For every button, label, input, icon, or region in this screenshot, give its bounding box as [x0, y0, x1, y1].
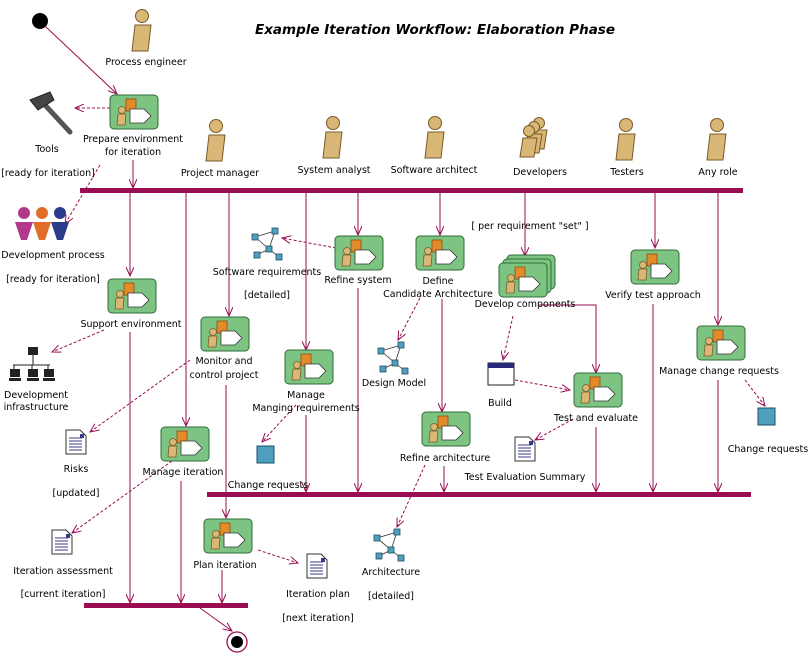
- activity-label-verify-test: Verify test approach: [605, 290, 701, 301]
- network-icon: [9, 347, 55, 381]
- support-environment-activity: [107, 278, 157, 314]
- risks-document-icon: [65, 429, 87, 455]
- activity-label-manage-iteration: Manage iteration: [143, 467, 224, 478]
- state-updated: [updated]: [53, 488, 100, 499]
- diagram-title: Example Iteration Workflow: Elaboration …: [255, 22, 615, 38]
- control-flows: [44, 25, 718, 631]
- state-ready-iteration-2: [ready for iteration]: [6, 274, 100, 285]
- artifact-label-tools: Tools: [34, 144, 58, 155]
- activity-label-refine-architecture: Refine architecture: [400, 453, 491, 464]
- development-process-icon: [15, 207, 69, 240]
- activity-label-manage-change: Manage change requests: [659, 366, 779, 377]
- plan-iteration-activity: [203, 518, 253, 554]
- role-label-project-manager: Project manager: [181, 168, 259, 179]
- manage-change-activity: [696, 325, 746, 361]
- sync-bar-top: [80, 188, 743, 193]
- role-label-any-role: Any role: [698, 167, 737, 178]
- diagram-nodes: [9, 9, 776, 579]
- start-node: [32, 13, 48, 29]
- state-next-iteration: [next iteration]: [282, 613, 354, 624]
- developers-icon: [519, 117, 548, 158]
- process-engineer-icon: [131, 9, 152, 52]
- role-label-software-architect: Software architect: [391, 165, 478, 176]
- change-requests-left-icon: [256, 445, 275, 464]
- define-architecture-activity: [415, 235, 465, 271]
- build-window-icon: [487, 362, 515, 386]
- monitor-control-activity: [200, 316, 250, 352]
- architecture-model-icon: [373, 528, 405, 562]
- artifact-label-change-requests-right: Change requests: [728, 444, 809, 455]
- hammer-icon: [29, 91, 73, 135]
- verify-test-activity: [630, 249, 680, 285]
- refine-architecture-activity: [421, 411, 471, 447]
- artifact-label-iteration-plan: Iteration plan: [286, 589, 350, 600]
- state-detailed-1: [detailed]: [244, 290, 290, 301]
- change-requests-right-icon: [757, 407, 776, 426]
- sync-bar-middle: [207, 492, 751, 497]
- activity-label-refine-system: Refine system: [324, 275, 391, 286]
- test-eval-summary-document-icon: [514, 436, 536, 462]
- managing-requirements-activity: [284, 349, 334, 385]
- role-label-system-analyst: System analyst: [297, 165, 370, 176]
- system-analyst-icon: [322, 116, 343, 159]
- refine-system-activity: [334, 235, 384, 271]
- artifact-label-iteration-assessment: Iteration assessment: [13, 566, 113, 577]
- artifact-label-development-process: Development process: [1, 250, 105, 261]
- state-detailed-2: [detailed]: [368, 591, 414, 602]
- software-requirements-model-icon: [251, 227, 283, 261]
- activity-label-test-evaluate: Test and evaluate: [553, 413, 638, 424]
- activity-label-managing-requirements-1: Manage: [287, 390, 325, 401]
- test-evaluate-activity: [573, 372, 623, 408]
- activity-label-support-environment: Support environment: [80, 319, 181, 330]
- testers-icon: [615, 118, 636, 161]
- artifact-label-build: Build: [488, 398, 512, 409]
- manage-iteration-activity: [160, 426, 210, 462]
- artifact-label-risks: Risks: [64, 464, 89, 475]
- activity-label-prepare-environment-1: Prepare environment: [83, 134, 183, 145]
- any-role-icon: [706, 118, 727, 161]
- artifact-label-software-requirements: Software requirements: [213, 267, 322, 278]
- role-label-process-engineer: Process engineer: [105, 57, 186, 68]
- activity-label-develop-components: Develop components: [475, 299, 576, 310]
- end-node: [226, 631, 248, 653]
- role-label-testers: Testers: [609, 167, 643, 178]
- artifact-label-architecture: Architecture: [362, 567, 420, 578]
- develop-components-activity: [498, 254, 556, 298]
- artifact-label-development-infrastructure-2: infrastructure: [4, 402, 69, 413]
- activity-label-define-architecture-1: Define: [422, 276, 453, 287]
- iteration-plan-document-icon: [306, 553, 328, 579]
- activity-label-managing-requirements-2: Manging requirements: [252, 403, 359, 414]
- prepare-environment-activity: [109, 94, 159, 130]
- artifact-label-development-infrastructure-1: Development: [4, 390, 68, 401]
- activity-label-define-architecture-2: Candidate Architecture: [383, 289, 493, 300]
- artifact-label-design-model: Design Model: [362, 378, 426, 389]
- activity-label-monitor-control-1: Monitor and: [195, 356, 252, 367]
- activity-label-plan-iteration: Plan iteration: [193, 560, 256, 571]
- state-current-iteration: [current iteration]: [21, 589, 106, 600]
- activity-label-prepare-environment-2: for iteration: [105, 147, 161, 158]
- iteration-assessment-document-icon: [51, 529, 73, 555]
- artifact-label-test-eval-summary: Test Evaluation Summary: [464, 472, 586, 483]
- artifact-label-change-requests-left: Change requests: [228, 480, 309, 491]
- activity-label-monitor-control-2: control project: [190, 370, 259, 381]
- state-ready-iteration-1: [ready for iteration]: [1, 168, 95, 179]
- object-flows: [52, 108, 765, 563]
- role-label-developers: Developers: [513, 167, 567, 178]
- project-manager-icon: [205, 119, 226, 162]
- sync-bar-bottom: [84, 603, 248, 608]
- state-per-requirement: [ per requirement "set" ]: [471, 221, 588, 232]
- software-architect-icon: [424, 116, 445, 159]
- design-model-icon: [377, 341, 409, 375]
